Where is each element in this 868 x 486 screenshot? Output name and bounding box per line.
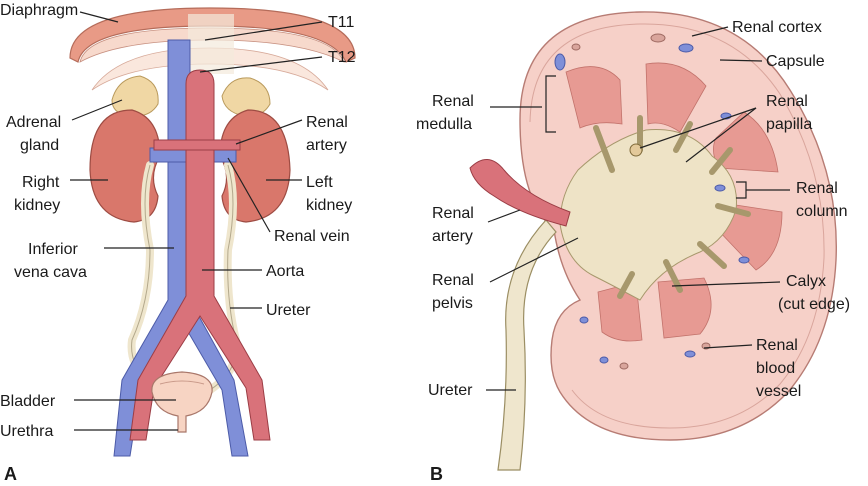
- label-artery-b-1: Renal: [432, 205, 474, 222]
- label-medulla-1: Renal: [432, 93, 474, 110]
- label-pelvis-1: Renal: [432, 272, 474, 289]
- papilla-dot: [629, 143, 643, 157]
- panel-a-letter: A: [4, 464, 17, 484]
- label-column-2: column: [796, 203, 848, 220]
- leader-blood-vessel: [703, 344, 753, 349]
- label-adrenal-2: gland: [20, 137, 59, 154]
- aorta-shape: [129, 69, 271, 441]
- label-adrenal-1: Adrenal: [6, 114, 61, 131]
- spine-shape: [188, 14, 234, 74]
- label-right-kidney-1: Right: [22, 174, 60, 191]
- label-vessel-1: Renal: [756, 337, 798, 354]
- vessel-6: [714, 184, 726, 192]
- leader-adrenal: [71, 99, 123, 121]
- label-t11: T11: [328, 14, 354, 31]
- renal-artery-b-shape: [469, 159, 571, 227]
- diaphragm-lower-band: [91, 47, 329, 91]
- panel-a-leader-lines: [70, 11, 323, 431]
- label-ureter-a: Ureter: [266, 302, 311, 319]
- label-aorta: Aorta: [266, 263, 304, 280]
- label-ivc-2: vena cava: [14, 264, 87, 281]
- label-ivc-1: Inferior: [28, 241, 78, 258]
- right-adrenal-shape: [111, 75, 159, 117]
- leader-column: [736, 181, 790, 199]
- label-renal-cortex: Renal cortex: [732, 19, 822, 36]
- calyx-branches: [593, 115, 751, 299]
- label-renal-artery-2: artery: [306, 137, 347, 154]
- label-bladder: Bladder: [0, 393, 56, 410]
- renal-arteries-shape: [153, 139, 241, 151]
- panel-b-labels: Renal cortex Capsule Renal medulla Renal…: [416, 19, 850, 484]
- panel-a-labels: Diaphragm T11 T12 Adrenal gland Renal ar…: [0, 2, 356, 484]
- ureter-b-shape: [497, 219, 557, 471]
- label-ureter-b: Ureter: [428, 382, 473, 399]
- label-calyx-2: (cut edge): [778, 296, 850, 313]
- left-adrenal-shape: [221, 77, 271, 117]
- leader-calyx: [671, 281, 781, 287]
- panel-b-leader-lines: [486, 26, 790, 391]
- label-renal-vein: Renal vein: [274, 228, 350, 245]
- label-medulla-2: medulla: [416, 116, 472, 133]
- label-pelvis-2: pelvis: [432, 295, 473, 312]
- label-urethra: Urethra: [0, 423, 53, 440]
- diaphragm-inner-shape: [79, 27, 345, 63]
- diaphragm-shape: [69, 7, 356, 63]
- pyramid-3: [713, 111, 779, 173]
- label-left-kidney-2: kidney: [306, 197, 352, 214]
- bladder-detail: [159, 380, 205, 385]
- bladder-shape: [151, 371, 213, 433]
- label-vessel-2: blood: [756, 360, 795, 377]
- label-left-kidney-1: Left: [306, 174, 333, 191]
- leader-papilla-2: [685, 107, 757, 163]
- renal-pelvis-shape: [559, 129, 737, 301]
- label-t12: T12: [328, 49, 356, 66]
- label-column-1: Renal: [796, 180, 838, 197]
- vessel-8: [599, 356, 609, 364]
- label-capsule: Capsule: [766, 53, 825, 70]
- label-papilla-1: Renal: [766, 93, 808, 110]
- panel-b-letter: B: [430, 464, 443, 484]
- label-renal-artery-1: Renal: [306, 114, 348, 131]
- label-calyx-1: Calyx: [786, 273, 826, 290]
- vessel-4: [571, 43, 581, 51]
- panel-a-illustration: [69, 7, 356, 457]
- vessel-2: [650, 33, 666, 43]
- pyramid-2: [645, 62, 707, 133]
- vessel-3: [678, 43, 694, 53]
- kidney-inner-line: [529, 23, 825, 429]
- vessel-10: [684, 350, 696, 358]
- leader-renal-cortex: [691, 26, 729, 37]
- leader-diaphragm: [79, 11, 119, 23]
- label-artery-b-2: artery: [432, 228, 473, 245]
- leader-renal-pelvis: [489, 237, 579, 283]
- pyramid-5: [597, 281, 643, 342]
- label-right-kidney-2: kidney: [14, 197, 60, 214]
- leader-medulla: [490, 75, 556, 133]
- vessel-1: [554, 53, 566, 71]
- leader-t11: [204, 21, 323, 41]
- panel-b-illustration: [469, 11, 837, 471]
- leader-capsule: [719, 59, 763, 62]
- label-vessel-3: vessel: [756, 383, 801, 400]
- vessel-7: [738, 256, 750, 264]
- label-diaphragm: Diaphragm: [0, 2, 78, 19]
- leader-papilla: [639, 107, 757, 149]
- leader-t12: [199, 56, 323, 73]
- leader-renal-artery: [235, 119, 303, 145]
- pyramid-6: [657, 277, 712, 339]
- vessel-12: [579, 316, 589, 324]
- pyramid-1: [565, 66, 623, 129]
- vessel-9: [619, 362, 629, 370]
- leader-renal-vein: [227, 157, 271, 233]
- label-papilla-2: papilla: [766, 116, 812, 133]
- leader-renal-artery-b: [487, 209, 521, 223]
